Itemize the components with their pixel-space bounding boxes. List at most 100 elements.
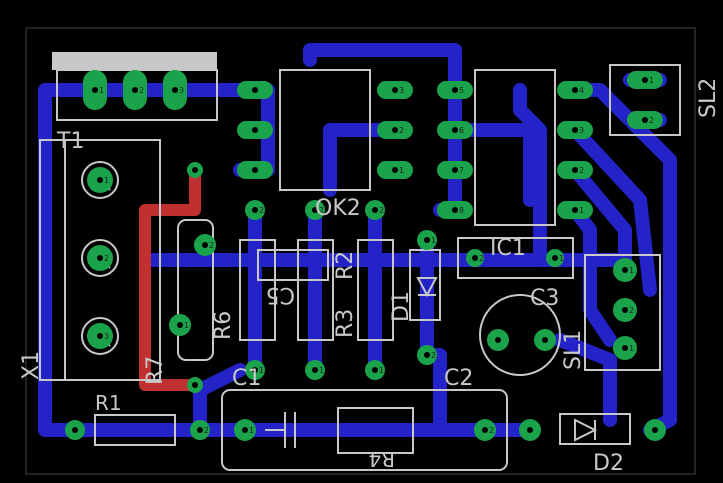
label-sl1: SL1	[561, 330, 586, 370]
sl1-pad-3-drill	[622, 345, 628, 351]
label-r6: R6	[211, 311, 236, 340]
ok2-left-pad-0-drill	[252, 127, 258, 133]
ic1-pad-2-drill	[472, 255, 478, 261]
r2-top-pad-drill	[372, 207, 378, 213]
ic-right-pad-3-drill	[572, 127, 578, 133]
x1-pad-2-drill	[97, 255, 103, 261]
r3-outline	[297, 239, 334, 341]
sl1-pad-1-number: 1	[629, 266, 634, 275]
r6-outline	[177, 219, 214, 361]
x1-pad-3-number: 3	[104, 332, 109, 341]
label-x1: X1	[19, 351, 44, 380]
ok2-pad-1-drill	[392, 167, 398, 173]
t1-pad-1-number: 1	[99, 86, 104, 95]
r6-pad-drill	[177, 322, 183, 328]
ic-right-pad-2-number: 2	[579, 166, 584, 175]
r2-bottom-pad-number: 1	[379, 366, 384, 375]
x1-pad-1-drill	[97, 177, 103, 183]
label-d2: D2	[593, 451, 624, 476]
c3-pad-1-drill	[495, 337, 501, 343]
c2-pad-1-drill	[242, 427, 248, 433]
r1-outline	[94, 414, 176, 446]
c5-left-outline	[239, 239, 276, 341]
ic1-outline	[457, 237, 574, 279]
sl2-outline	[609, 64, 681, 136]
r3-top-pad-drill	[312, 207, 318, 213]
r6-pad-2-number: 2	[209, 241, 214, 250]
label-c2: C2	[444, 366, 473, 391]
ic-right-pad-1-number: 1	[579, 206, 584, 215]
label-d1: D1	[389, 291, 414, 322]
label-c1: C1	[232, 366, 261, 391]
d2-outline	[559, 413, 631, 445]
label-r4: R4	[368, 447, 395, 471]
r1-pad-1-drill	[72, 427, 78, 433]
ic-left-pad-8-drill	[452, 207, 458, 213]
r7-top-pad-drill	[192, 167, 198, 173]
sl2-pad-2-drill	[642, 117, 648, 123]
r6-pad-2-drill	[202, 242, 208, 248]
ic-right-pad-2-drill	[572, 167, 578, 173]
x1-pad-1-number: 1	[104, 176, 109, 185]
label-c3: C3	[530, 286, 559, 311]
ic-left-pad-7-number: 7	[459, 166, 464, 175]
sl1-pad-1-drill	[622, 267, 628, 273]
sl1-outline	[584, 254, 661, 371]
top-copper-layer	[139, 170, 201, 391]
board-outline	[25, 27, 696, 475]
r2-top-pad-number: 2	[379, 206, 384, 215]
ok2-pad-3-number: 3	[399, 86, 404, 95]
ic1-pad-1-number: 1	[559, 254, 564, 263]
c2-pad-1-number: 1	[249, 426, 254, 435]
ok2-pad-3-drill	[392, 87, 398, 93]
d1-top-pad-number: 1	[431, 236, 436, 245]
sl2-pad-1-drill	[642, 77, 648, 83]
r4-outline	[337, 407, 414, 454]
c2-pad-2-drill	[482, 427, 488, 433]
sl1-pad-2-drill	[622, 307, 628, 313]
ic-right-pad-3-number: 3	[579, 126, 584, 135]
ic-left-pad-7-drill	[452, 167, 458, 173]
d1-bottom-pad-drill	[424, 352, 430, 358]
d2-pad-2-drill	[652, 427, 658, 433]
ok2-pad-2-number: 2	[399, 126, 404, 135]
ic-left-pad-5-drill	[452, 87, 458, 93]
r2-bottom-pad-drill	[372, 367, 378, 373]
silkscreen-layer	[39, 52, 681, 471]
r2-outline	[357, 239, 394, 341]
label-r3: R3	[333, 309, 358, 338]
label-t1: T1	[56, 129, 84, 154]
t1-pad-3-number: 3	[179, 86, 184, 95]
c5-outline	[257, 249, 329, 281]
r1-pad-2-drill	[197, 427, 203, 433]
label-r7: R7	[143, 356, 168, 385]
d1-top-pad-drill	[424, 237, 430, 243]
t1-pad-2-drill	[132, 87, 138, 93]
t1-outline	[56, 69, 218, 121]
t1-pad-1-drill	[92, 87, 98, 93]
sl2-pad-1-number: 1	[649, 76, 654, 85]
d2-pad-1-drill	[527, 427, 533, 433]
ic-right-pad-1-drill	[572, 207, 578, 213]
label-sl2: SL2	[696, 78, 721, 118]
r6-pad-number: 1	[184, 321, 189, 330]
ok2-left-pad-1-drill	[252, 167, 258, 173]
labels: T1 X1 OK2 R7 R6 C5 R3 R2 D1 C1 C2 C3 IC1…	[19, 78, 721, 476]
ic-right-pad-4-number: 4	[579, 86, 584, 95]
ic-left-pad-5-number: 5	[459, 86, 464, 95]
ok2-left-pad-top-drill	[252, 87, 258, 93]
ic1-pad-2-number: 2	[479, 254, 484, 263]
x1-pad-3-drill	[97, 333, 103, 339]
r3-bottom-pad-drill	[312, 367, 318, 373]
c2-outline	[221, 389, 508, 471]
d1-outline	[409, 249, 441, 321]
ic-left-pad-6-number: 6	[459, 126, 464, 135]
ok2-pad-1-number: 1	[399, 166, 404, 175]
r6-top-pad-number: 2	[259, 206, 264, 215]
c3-outline	[479, 294, 561, 376]
c1-pad-1-drill	[252, 367, 258, 373]
ic-right-pad-4-drill	[572, 87, 578, 93]
sl1-pad-2-number: 2	[629, 306, 634, 315]
